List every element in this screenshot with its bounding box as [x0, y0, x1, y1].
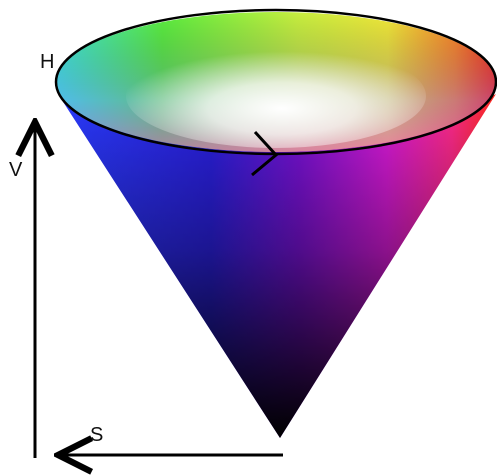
value-label: V [9, 159, 23, 181]
hue-arrow-icon [251, 130, 279, 177]
cone-side [58, 94, 496, 438]
saturation-label: S [90, 424, 104, 446]
hue-label: H [40, 51, 55, 73]
cone-top-disc [56, 12, 496, 152]
